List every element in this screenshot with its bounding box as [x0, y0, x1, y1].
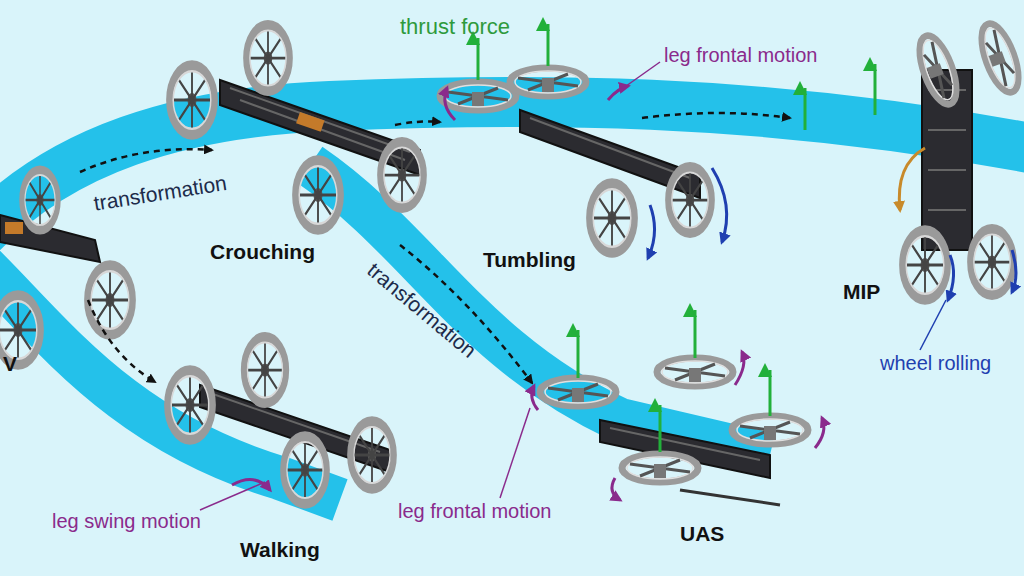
mode-name: MIP — [843, 280, 880, 304]
motion-label: leg swing motion — [52, 510, 201, 533]
mode-name: Crouching — [210, 240, 315, 264]
force-label: thrust force — [400, 14, 510, 39]
mode-name: UAS — [680, 522, 724, 546]
motion-label: leg frontal motion — [664, 44, 817, 67]
mode-name: V — [3, 352, 17, 376]
transformation-label: transformation — [92, 171, 228, 216]
motion-label: wheel rolling — [880, 352, 991, 375]
mode-name: Walking — [240, 538, 320, 562]
transformation-label: transformation — [362, 258, 480, 363]
mode-name: Tumbling — [483, 248, 576, 272]
motion-label: leg frontal motion — [398, 500, 551, 523]
